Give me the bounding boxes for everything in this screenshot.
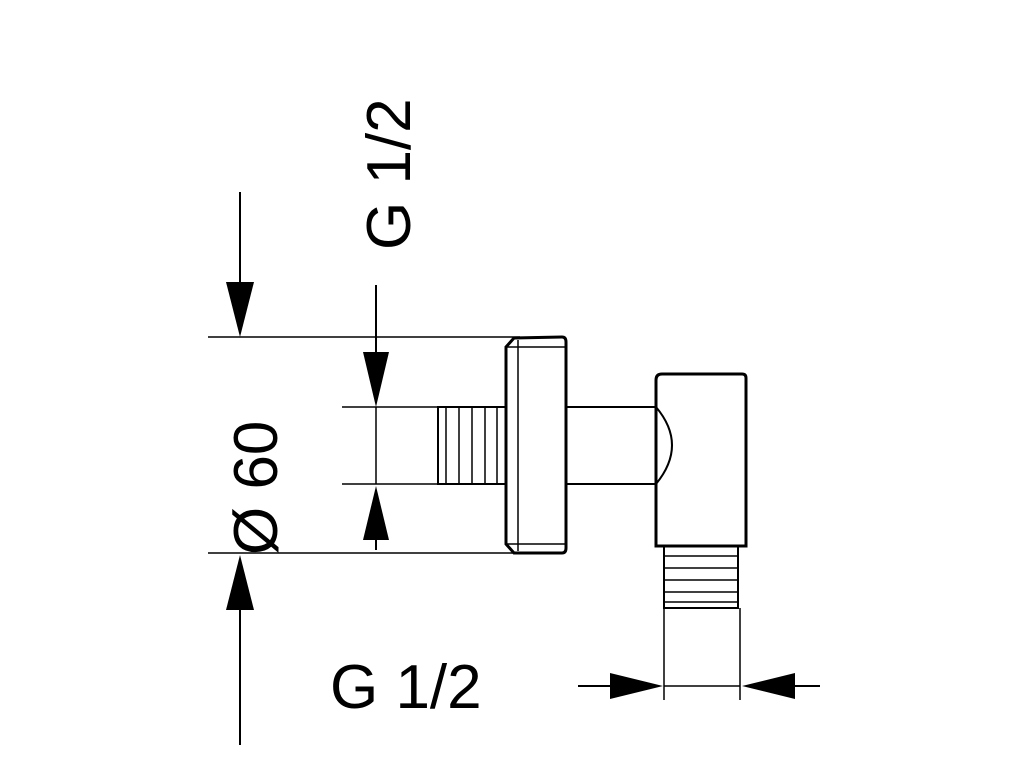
outlet-arrow-left [742, 673, 795, 699]
diameter-label: Ø 60 [222, 421, 291, 555]
elbow-pipe [566, 406, 673, 485]
diameter-arrow-up [226, 555, 254, 610]
inlet-thread-dimension: G 1/2 [342, 98, 440, 550]
inlet-arrow-down [363, 352, 389, 407]
outlet-thread-dimension: G 1/2 [330, 608, 820, 722]
outlet-arrow-right [610, 673, 663, 699]
outlet-thread-label: G 1/2 [330, 653, 482, 722]
rosette-outer [504, 335, 568, 555]
inlet-thread-label: G 1/2 [355, 98, 424, 250]
elbow-body [654, 372, 748, 548]
diameter-arrow-down [226, 282, 254, 337]
wall-elbow-part [437, 335, 748, 609]
diameter-dimension: Ø 60 [208, 192, 520, 745]
outlet-thread-stub [663, 545, 739, 609]
inlet-arrow-up [363, 486, 389, 540]
